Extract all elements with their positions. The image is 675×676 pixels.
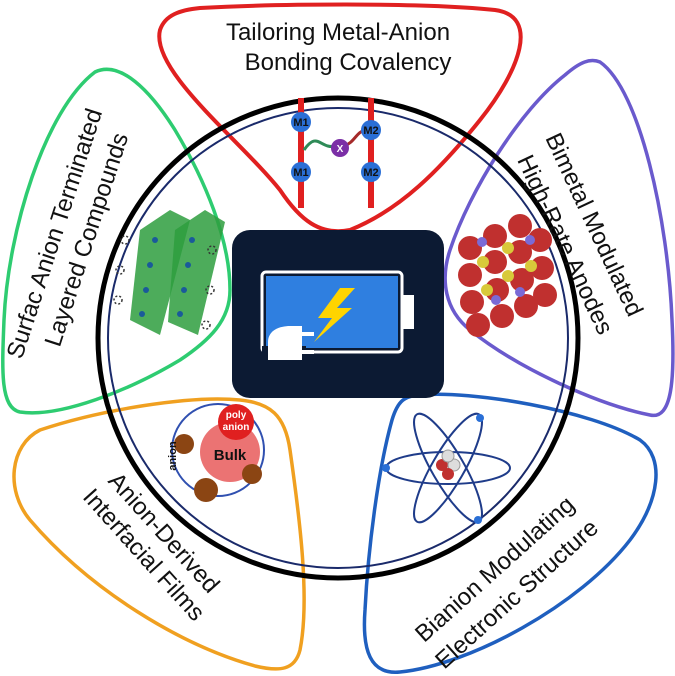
label-poly: poly [226,410,247,421]
label-bulk: Bulk [214,447,247,464]
inner-ring [107,107,569,569]
label-m1-top: M1 [293,117,308,129]
label-m2-bottom: M2 [363,167,378,179]
label-anion-x: X [337,144,344,155]
label-m1-bottom: M1 [293,167,308,179]
atom-cluster-icon [458,214,557,337]
bonding-icon: M1 M1 M2 M2 X [291,98,381,208]
battery-icon [232,230,444,398]
atom-orbit-icon [382,412,511,524]
label-poly-anion: anion [223,422,250,433]
petal-bottom-left-outline [12,397,306,671]
petal-bottom-right-outline [362,392,658,674]
layered-compound-icon [113,210,225,335]
label-m2-top: M2 [363,125,378,137]
petal-top-outline [157,2,523,234]
petal-left-outline [1,67,232,415]
label-top-line2: Bonding Covalency [245,49,452,76]
label-anion: anion [167,441,179,471]
bulk-icon: poly anion Bulk anion [167,403,265,502]
label-top-line1: Tailoring Metal-Anion [226,19,450,46]
petal-right-outline [443,58,675,418]
outer-ring [95,95,581,581]
